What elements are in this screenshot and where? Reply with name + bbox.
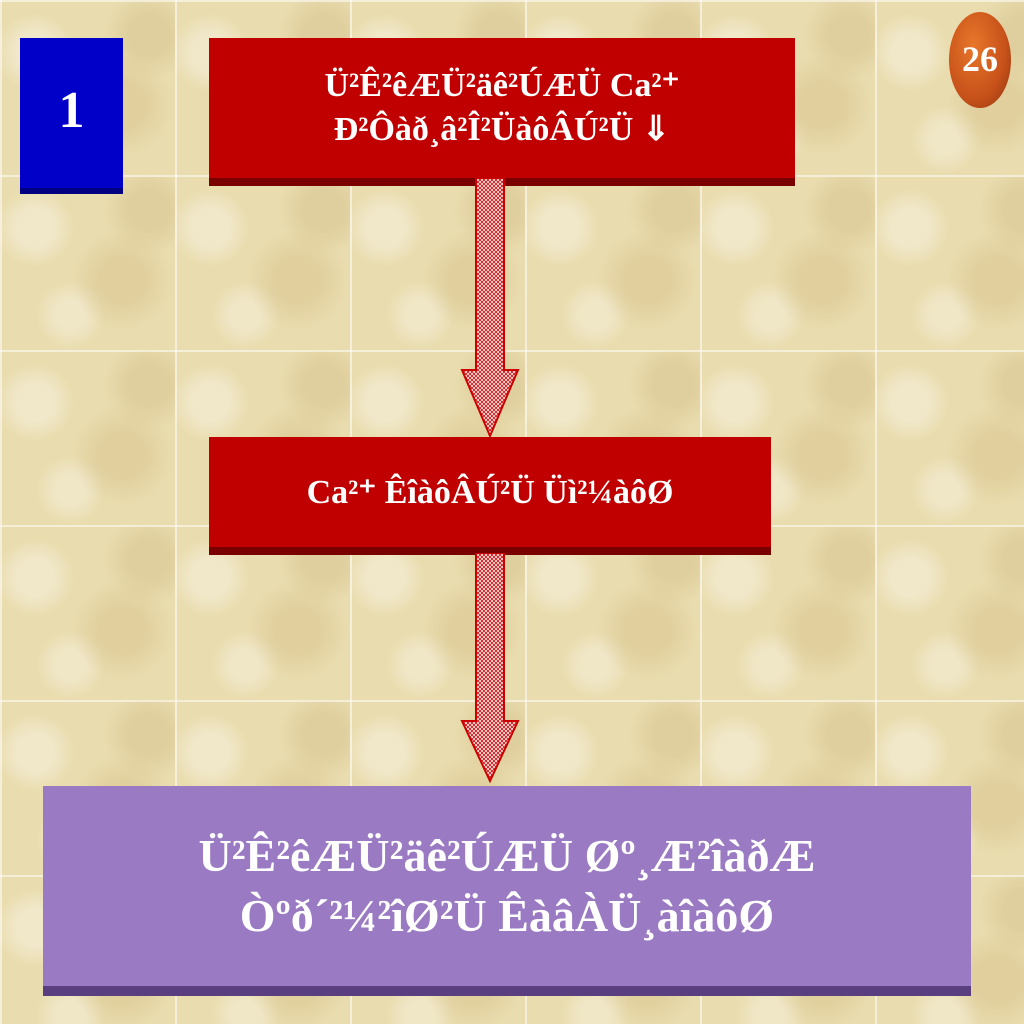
bottom-result-line-2: Òºð´²¼²îØ²Ü ÊàâÀÜ¸àîàôØ	[239, 890, 775, 941]
middle-step-line-1: Ca²⁺ ÊîàôÂÚ²Ü Üì²¼àôØ	[306, 474, 674, 511]
page-number-badge: 26	[949, 12, 1011, 108]
top-step-box: Ü²Ê²êÆÜ²äê²ÚÆÜ Ca²⁺ Ð²Ôàð¸â²Î²ÜàôÂÚ²Ü ⇓	[209, 38, 795, 178]
down-arrow-1	[460, 178, 520, 439]
down-arrow-2	[460, 553, 520, 784]
bottom-result-line-1: Ü²Ê²êÆÜ²äê²ÚÆÜ Øº¸Æ²îàðÆ	[198, 830, 816, 882]
slide-number: 1	[58, 81, 85, 139]
middle-step-box: Ca²⁺ ÊîàôÂÚ²Ü Üì²¼àôØ	[209, 437, 771, 547]
page-number: 26	[962, 39, 998, 79]
top-step-line-1: Ü²Ê²êÆÜ²äê²ÚÆÜ Ca²⁺	[324, 66, 680, 104]
top-step-line-2: Ð²Ôàð¸â²Î²ÜàôÂÚ²Ü ⇓	[333, 111, 671, 148]
slide-number-box: 1	[20, 38, 123, 188]
bottom-result-box: Ü²Ê²êÆÜ²äê²ÚÆÜ Øº¸Æ²îàðÆ Òºð´²¼²îØ²Ü Êàâ…	[43, 786, 971, 986]
